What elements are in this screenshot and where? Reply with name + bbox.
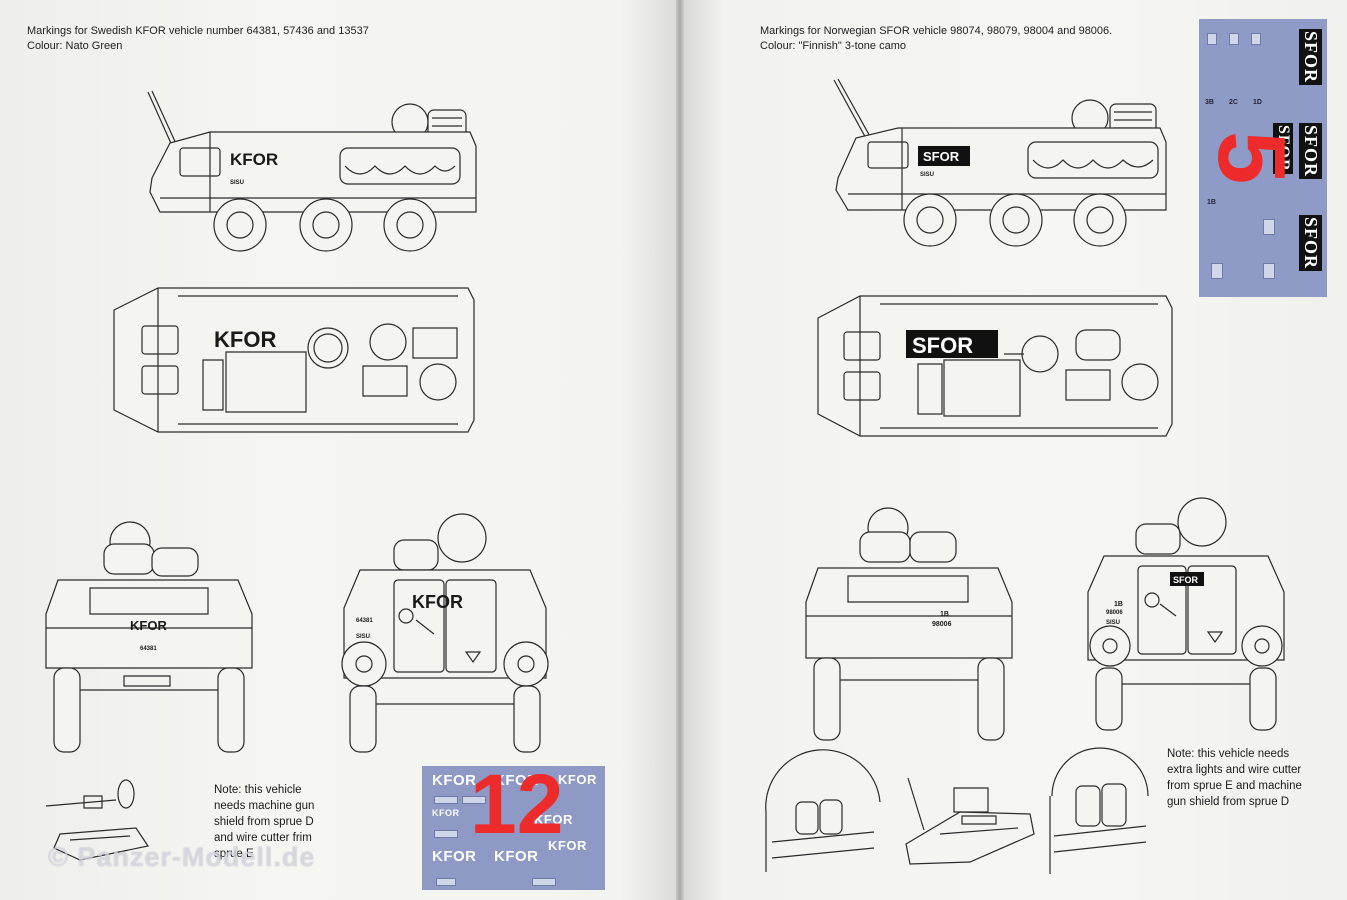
decal-big-number-12: 12 xyxy=(470,766,564,851)
decal-kfor-label: KFOR xyxy=(494,848,539,865)
sfor-rear-number: 98006 xyxy=(1106,610,1123,616)
sfor-side-plate: SISU xyxy=(920,172,934,178)
sfor-rear-code: 1B xyxy=(1114,601,1123,608)
kfor-side-marking: KFOR SISU xyxy=(230,150,278,186)
decal-kfor-label: KFOR xyxy=(432,808,460,818)
sfor-side-marking-text: SFOR xyxy=(923,149,960,164)
kfor-mg-shield-detail xyxy=(40,778,160,878)
decal-small-marking xyxy=(462,796,486,804)
sfor-front-marking: 1B 98006 xyxy=(932,611,952,628)
decal-code: 1B xyxy=(1207,199,1216,206)
sfor-note: Note: this vehicle needs extra lights an… xyxy=(1167,746,1302,810)
kfor-note-line-5: sprue E xyxy=(214,848,254,860)
kfor-top-marking: KFOR xyxy=(214,327,276,352)
sfor-note-line-2: extra lights and wire cutter xyxy=(1167,764,1302,776)
kfor-rear-view-drawing xyxy=(334,508,556,756)
sfor-front-number: 98006 xyxy=(932,621,952,628)
decal-small-marking xyxy=(434,796,458,804)
kfor-rear-plate: SISU xyxy=(356,634,370,640)
decal-kfor-label: KFOR xyxy=(432,848,477,865)
kfor-note-line-2: needs machine gun xyxy=(214,800,315,812)
kfor-rear-number: 64381 xyxy=(356,618,373,624)
decal-sfor-strip: SFOR xyxy=(1299,29,1322,86)
right-caption-title: Markings for Norwegian SFOR vehicle 9807… xyxy=(760,25,1113,37)
sfor-front-view-drawing xyxy=(798,504,1020,742)
decal-kfor-label: KFOR xyxy=(558,772,597,787)
decal-kfor-label: KFOR xyxy=(432,772,477,789)
sfor-side-marking: SFOR SISU xyxy=(918,146,970,178)
kfor-top-view-drawing xyxy=(108,280,478,440)
decal-small-marking xyxy=(1263,263,1275,279)
decal-kfor-label: KFOR xyxy=(534,812,573,827)
sfor-front-code: 1B xyxy=(940,611,949,618)
kfor-rear-marking-text: KFOR xyxy=(412,592,463,612)
sfor-note-line-3: from sprue E and machine xyxy=(1167,780,1302,792)
kfor-side-plate: SISU xyxy=(230,180,244,186)
decal-sfor-strip: SFOR xyxy=(1299,215,1322,272)
sfor-rear-view-drawing xyxy=(1080,494,1292,734)
kfor-front-number: 64381 xyxy=(140,646,157,652)
kfor-front-view-drawing xyxy=(38,518,260,756)
kfor-side-marking-text: KFOR xyxy=(230,150,278,169)
page-gutter xyxy=(676,0,684,900)
sfor-rear-marking-text: SFOR xyxy=(1173,575,1199,585)
decal-small-marking xyxy=(1263,219,1275,235)
kfor-note-line-4: and wire cutter frim xyxy=(214,832,312,844)
kfor-note-line-3: shield from sprue D xyxy=(214,816,314,828)
decal-code: 1D xyxy=(1253,99,1262,106)
kfor-side-view-drawing xyxy=(140,88,485,258)
right-caption-colour: Colour: "Finnish" 3-tone camo xyxy=(760,40,906,52)
kfor-note: Note: this vehicle needs machine gun shi… xyxy=(214,782,314,862)
decal-big-number-5: 5 xyxy=(1199,131,1305,185)
left-caption-title: Markings for Swedish KFOR vehicle number… xyxy=(27,25,369,37)
sfor-top-marking: SFOR xyxy=(906,330,998,358)
watermark: © Panzer-Modell.de xyxy=(48,842,316,872)
decal-kfor-label: KFOR xyxy=(494,772,539,789)
decal-small-marking xyxy=(434,830,458,838)
decal-small-marking xyxy=(1251,33,1261,45)
kfor-rear-marking: KFOR 64381 SISU xyxy=(356,592,463,640)
sfor-note-line-1: Note: this vehicle needs xyxy=(1167,748,1290,760)
kfor-decal-sheet: KFOR KFOR KFOR KFOR KFOR KFOR KFOR KFOR … xyxy=(422,766,605,890)
sfor-detail-sketch-2 xyxy=(900,774,1040,878)
decal-sfor-strip: SFOR xyxy=(1299,123,1322,180)
sfor-side-view-drawing xyxy=(828,76,1173,246)
decal-sfor-strip: SFOR xyxy=(1273,123,1293,174)
sfor-detail-sketch-3 xyxy=(1046,756,1156,880)
sfor-top-view-drawing xyxy=(814,290,1176,442)
sfor-note-line-4: gun shield from sprue D xyxy=(1167,796,1290,808)
decal-small-marking xyxy=(436,878,456,886)
sfor-rear-marking: SFOR 1B 98006 SISU xyxy=(1106,572,1204,626)
kfor-note-line-1: Note: this vehicle xyxy=(214,784,302,796)
sfor-decal-sheet: SFOR SFOR SFOR SFOR 3B 2C 1D 1B 5 xyxy=(1199,19,1327,297)
sfor-top-marking-text: SFOR xyxy=(912,333,973,358)
sfor-rear-plate: SISU xyxy=(1106,620,1120,626)
decal-small-marking xyxy=(1229,33,1239,45)
kfor-front-marking-text: KFOR xyxy=(130,618,167,633)
decal-code: 3B xyxy=(1205,99,1214,106)
kfor-front-marking: KFOR 64381 xyxy=(130,618,167,652)
decal-kfor-label: KFOR xyxy=(548,838,587,853)
decal-small-marking xyxy=(532,878,556,886)
decal-small-marking xyxy=(1207,33,1217,45)
sfor-detail-sketch-1 xyxy=(762,772,888,880)
left-caption: Markings for Swedish KFOR vehicle number… xyxy=(27,24,369,54)
left-caption-colour: Colour: Nato Green xyxy=(27,40,123,52)
right-caption: Markings for Norwegian SFOR vehicle 9807… xyxy=(760,24,1112,54)
decal-code: 2C xyxy=(1229,99,1238,106)
decal-small-marking xyxy=(1211,263,1223,279)
kfor-top-marking-text: KFOR xyxy=(214,327,276,352)
